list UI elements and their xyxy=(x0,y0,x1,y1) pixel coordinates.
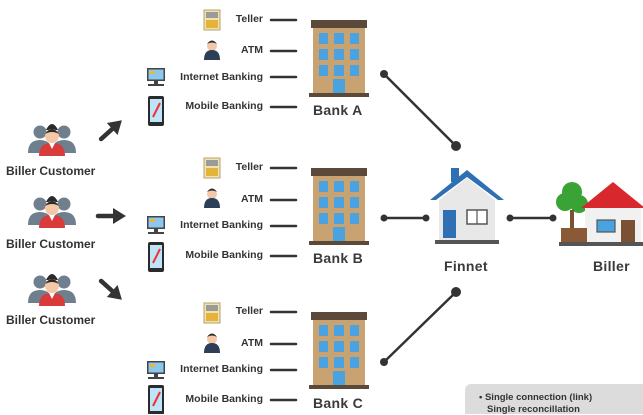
channel-label-mobile: Mobile Banking xyxy=(185,393,263,405)
bank-building-icon xyxy=(309,168,369,245)
notes-box: • Single connection (link) Single reconc… xyxy=(465,384,643,415)
note-line: Single reconcillation xyxy=(487,404,580,415)
bank-building-icon xyxy=(309,20,369,97)
customer-group-icon xyxy=(28,274,76,306)
channel-label-atm: ATM xyxy=(241,337,263,349)
channel-label-internet: Internet Banking xyxy=(180,363,263,375)
channel-label-atm: ATM xyxy=(241,193,263,205)
note-line: • Single connection (link) xyxy=(479,392,593,403)
channel-label-atm: ATM xyxy=(241,44,263,56)
customer-group-icon xyxy=(28,196,76,228)
channel-label-internet: Internet Banking xyxy=(180,219,263,231)
bank-b-label: Bank B xyxy=(313,250,364,266)
arrow-icon xyxy=(96,114,128,145)
channel-label-mobile: Mobile Banking xyxy=(185,249,263,261)
link-dots xyxy=(380,70,557,366)
channel-label-teller: Teller xyxy=(235,13,263,25)
bank-finnet-links xyxy=(383,73,553,363)
house-icon xyxy=(556,182,643,246)
channel-label-mobile: Mobile Banking xyxy=(185,100,263,112)
channel-label-teller: Teller xyxy=(235,161,263,173)
customer-label: Biller Customer xyxy=(6,237,96,251)
bank-a-label: Bank A xyxy=(313,102,363,118)
bank-c-label: Bank C xyxy=(313,395,364,411)
customer-label: Biller Customer xyxy=(6,313,96,327)
channel-label-teller: Teller xyxy=(235,305,263,317)
bank-building-icon xyxy=(309,312,369,389)
finnet-label: Finnet xyxy=(444,258,488,274)
customer-label: Biller Customer xyxy=(6,164,96,178)
arrow-icon xyxy=(96,275,128,306)
house-icon xyxy=(430,168,504,244)
channel-label-internet: Internet Banking xyxy=(180,71,263,83)
arrow-icon xyxy=(98,208,126,224)
customer-group-icon xyxy=(28,124,76,156)
channel-connectors xyxy=(269,18,298,402)
biller-label: Biller xyxy=(593,258,630,274)
